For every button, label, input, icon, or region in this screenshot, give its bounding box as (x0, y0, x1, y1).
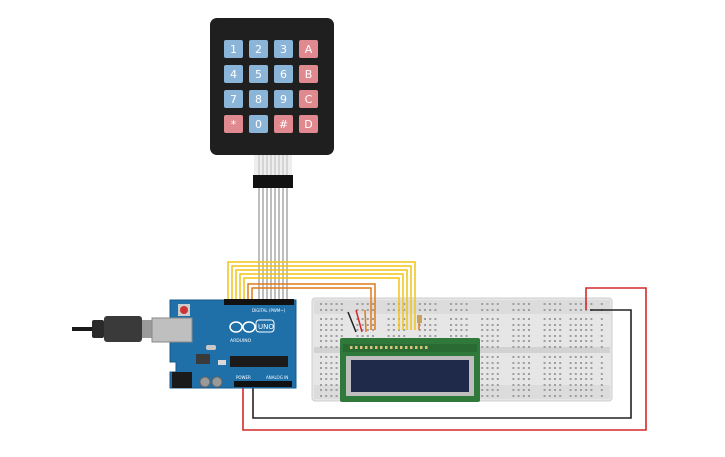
keypad-key[interactable] (249, 90, 268, 108)
digital-header (224, 299, 294, 305)
keypad-key[interactable] (299, 65, 318, 83)
keypad-key-label: C (305, 93, 313, 106)
arduino-brand-text: ARDUINO (230, 338, 252, 344)
red-power-wire (242, 287, 647, 431)
resistor (417, 315, 422, 323)
led-component (218, 360, 226, 365)
voltage-regulator (196, 354, 210, 364)
keypad-key[interactable] (224, 65, 243, 83)
keypad-key[interactable] (274, 115, 293, 133)
yellow-wire (227, 261, 416, 330)
usb-plug-tip (142, 320, 152, 338)
orange-wires (247, 283, 376, 330)
keypad-key-label: 1 (230, 43, 237, 56)
usb-strain-relief (92, 320, 104, 338)
power-label: POWER (236, 375, 251, 380)
lcd-display[interactable] (340, 338, 480, 402)
yellow-wires (227, 261, 416, 330)
usb-b-port (151, 317, 193, 343)
keypad-key[interactable] (274, 40, 293, 58)
keypad-key[interactable] (299, 90, 318, 108)
usb-cable[interactable] (72, 316, 152, 342)
black-jumper-wire (347, 311, 357, 333)
atmega-chip (230, 356, 288, 367)
keypad-header-pins (253, 175, 293, 188)
arduino-logo: UNO (229, 319, 275, 333)
keypad-cable-stripes (258, 155, 288, 175)
keypad-key-label: A (305, 43, 313, 56)
breadboard-top-rail (314, 300, 610, 314)
yellow-wire (235, 269, 408, 330)
keypad-key[interactable] (274, 90, 293, 108)
lcd-pins (350, 346, 428, 349)
keypad-ribbon-wires (258, 188, 288, 300)
arduino-uno[interactable]: DIGITAL (PWM~) POWER ANALOG IN UNO ARDUI… (151, 299, 297, 389)
uno-logo-text: UNO (258, 323, 274, 331)
keypad-key[interactable] (274, 65, 293, 83)
orange-jumper-wire (364, 309, 367, 333)
keypad-key[interactable] (249, 40, 268, 58)
digital-label: DIGITAL (PWM~) (252, 308, 286, 313)
keypad-key-label: D (304, 118, 312, 131)
analog-label: ANALOG IN (266, 375, 288, 380)
capacitor-left (199, 376, 211, 388)
keypad-key-label: 9 (280, 93, 287, 106)
keypad-key[interactable] (224, 40, 243, 58)
keypad-key-label: B (305, 68, 313, 81)
yellow-wire (243, 277, 400, 330)
yellow-wire (239, 273, 404, 330)
crystal (206, 345, 216, 350)
keypad-key[interactable] (299, 40, 318, 58)
orange-wire (251, 287, 372, 330)
keypad-key[interactable] (224, 115, 243, 133)
wires (227, 188, 647, 431)
keypad-key[interactable] (224, 90, 243, 108)
usb-plug (104, 316, 142, 342)
keypad[interactable]: 1 2 3 A 4 5 6 B 7 8 9 C * 0 # D (210, 18, 334, 188)
yellow-wire (231, 265, 412, 330)
keypad-key[interactable] (249, 65, 268, 83)
reset-button[interactable] (180, 306, 188, 314)
keypad-key-label: # (279, 118, 288, 131)
keypad-key-label: 0 (255, 118, 262, 131)
keypad-key-label: * (231, 118, 237, 131)
orange-wire (247, 283, 376, 330)
keypad-body (210, 18, 334, 155)
keypad-key-label: 2 (255, 43, 262, 56)
dc-power-jack (172, 372, 192, 388)
keypad-key[interactable] (299, 115, 318, 133)
power-analog-header (234, 381, 292, 387)
keypad-key-label: 4 (230, 68, 237, 81)
red-jumper-wire (355, 309, 363, 333)
capacitor-right (211, 376, 223, 388)
keypad-connector-cable (254, 155, 292, 175)
keypad-key-label: 3 (280, 43, 287, 56)
keypad-key-label: 5 (255, 68, 262, 81)
lcd-screen (351, 360, 469, 392)
keypad-keys: 1 2 3 A 4 5 6 B 7 8 9 C * 0 # D (224, 40, 318, 133)
keypad-key[interactable] (249, 115, 268, 133)
black-ground-wire (252, 309, 632, 419)
keypad-key-label: 6 (280, 68, 287, 81)
keypad-key-label: 8 (255, 93, 262, 106)
keypad-key-label: 7 (230, 93, 237, 106)
